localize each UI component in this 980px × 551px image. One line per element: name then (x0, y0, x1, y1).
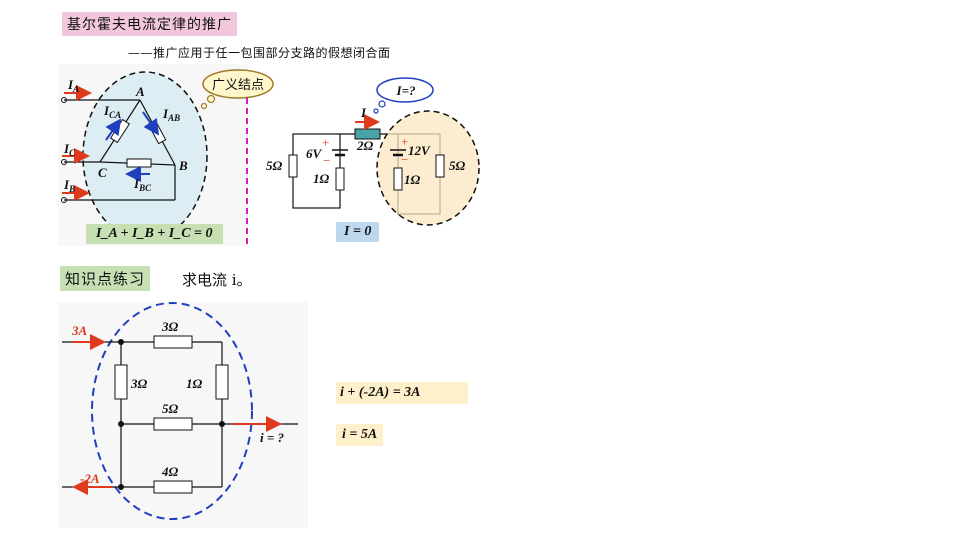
practice-tag: 知识点练习 (60, 266, 151, 291)
answer-eq-2: i = 5A (342, 427, 378, 442)
bridge-node-ellipse (376, 110, 480, 226)
practice-prompt: 求电流 i。 (182, 271, 252, 289)
label-2ohm: 2Ω (356, 138, 374, 153)
label-left-1ohm: 1Ω (313, 171, 330, 186)
kcl-equation-box: I_A + I_B + I_C = 0 (86, 224, 223, 244)
resistor-top (153, 335, 193, 349)
node-c: C (98, 165, 107, 180)
label-ica: ICA (103, 103, 121, 120)
label-ic: IC (63, 141, 76, 158)
resistor-bottom (153, 480, 193, 494)
practice-node-ellipse (91, 302, 253, 520)
label-right-5ohm: 5Ω (449, 158, 466, 173)
label-top-3ohm: 3Ω (161, 319, 179, 334)
resistor-middle (153, 417, 193, 431)
minus-left: − (323, 153, 330, 168)
label-3a: 3A (71, 323, 88, 338)
answer-eq-1: i + (-2A) = 3A (340, 385, 421, 400)
question-cloud (376, 77, 434, 103)
i-zero-box: I = 0 (336, 222, 380, 242)
node-b: B (178, 158, 188, 173)
label-ib: IB (63, 177, 75, 194)
node-a: A (135, 84, 145, 99)
resistor-left (114, 364, 128, 400)
generalized-node-ellipse (82, 71, 208, 241)
label-bot-4ohm: 4Ω (161, 464, 179, 479)
resistor-right (215, 364, 229, 400)
current-i: I (360, 105, 367, 120)
label-ibc: IBC (133, 176, 152, 193)
label-12v: 12V (408, 143, 431, 158)
callout-text: 广义结点 (212, 77, 264, 92)
label-iab: IAB (162, 106, 180, 123)
answer-box-2: i = 5A (336, 424, 384, 446)
answer-box-1: i + (-2A) = 3A (336, 382, 468, 404)
page-title: 基尔霍夫电流定律的推广 (67, 17, 232, 33)
plus-right: + (401, 134, 408, 149)
subtitle: ——推广应用于任一包围部分支路的假想闭合面 (128, 46, 391, 60)
minus-right: − (401, 152, 408, 167)
label-right-1ohm: 1Ω (404, 172, 421, 187)
label-minus2a: -2A (80, 471, 100, 486)
question-text: I=? (396, 83, 416, 98)
label-right-1ohm-p: 1Ω (186, 376, 203, 391)
resistor-bc (126, 158, 152, 168)
plus-left: + (322, 135, 329, 150)
i-zero: I = 0 (344, 224, 372, 239)
label-i-question: i = ? (260, 430, 285, 445)
label-left-3ohm: 3Ω (130, 376, 148, 391)
label-left-5ohm: 5Ω (266, 158, 283, 173)
label-6v: 6V (306, 146, 323, 161)
label-mid-5ohm: 5Ω (162, 401, 179, 416)
label-ia: IA (67, 77, 79, 94)
title-tag: 基尔霍夫电流定律的推广 (62, 12, 237, 36)
practice-tag-label: 知识点练习 (65, 270, 146, 288)
callout-cloud (202, 69, 274, 99)
kcl-equation: I_A + I_B + I_C = 0 (96, 226, 213, 241)
